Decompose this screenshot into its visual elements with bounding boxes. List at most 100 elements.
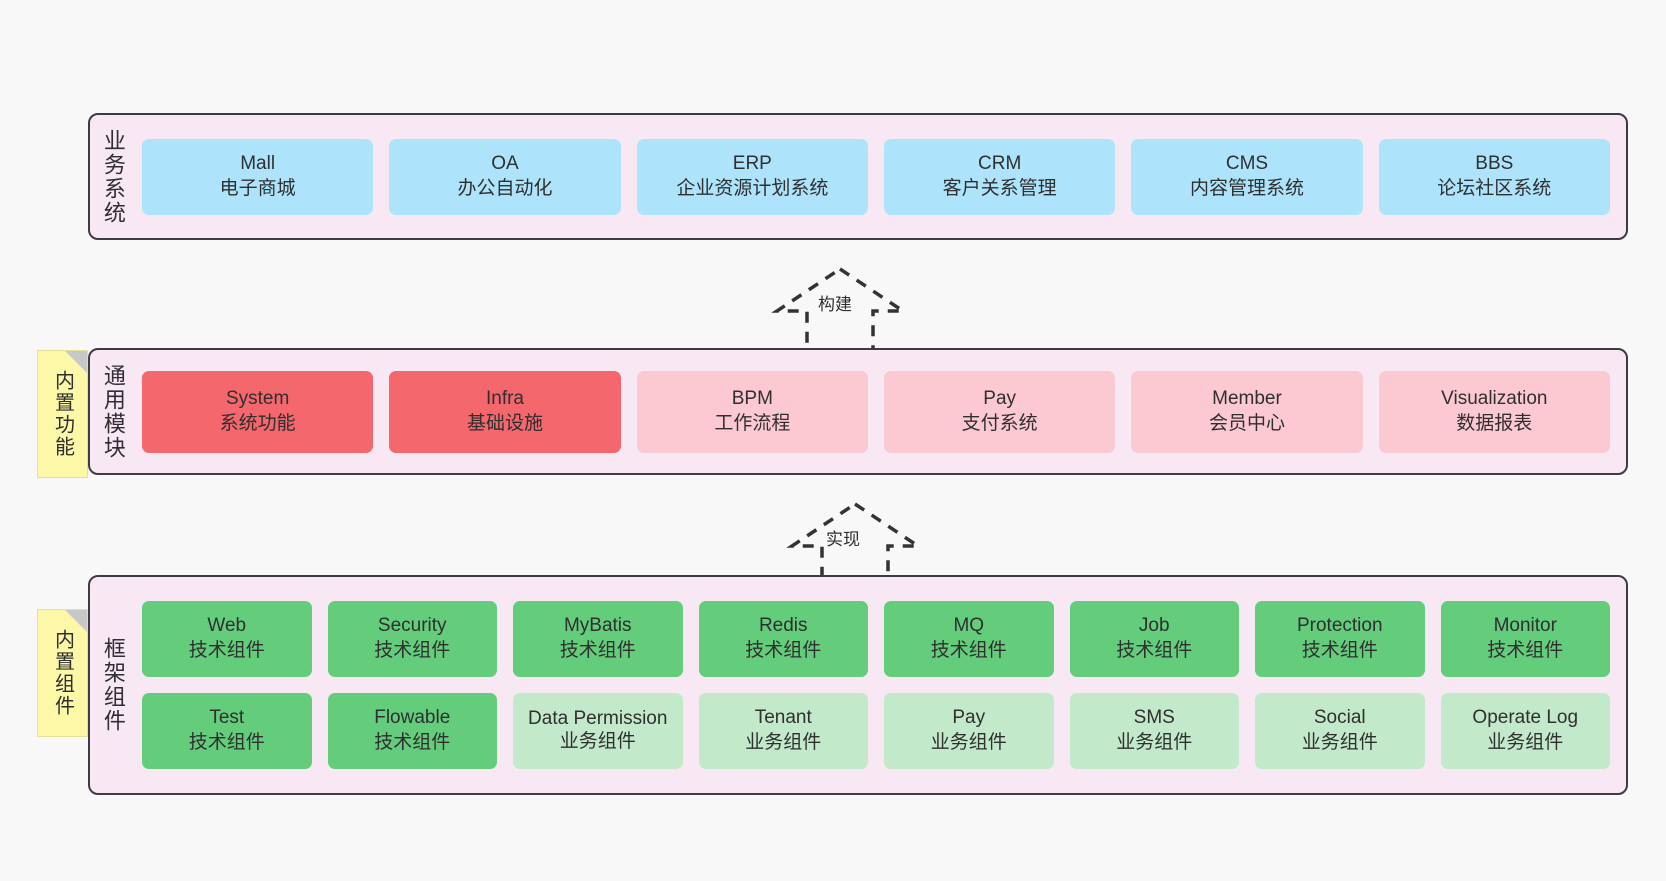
note-builtin-functions-label: 内置功能 <box>51 370 74 458</box>
common-module-card[interactable]: Pay 支付系统 <box>883 370 1116 453</box>
framework-component-card[interactable]: Job 技术组件 <box>1069 601 1239 677</box>
cell-subtitle: 业务组件 <box>1487 732 1564 753</box>
cell-title: CRM <box>978 152 1022 174</box>
cell-title: Job <box>1138 615 1170 637</box>
framework-component-card[interactable]: Flowable 技术组件 <box>327 693 497 769</box>
cell-title: Tenant <box>754 707 812 729</box>
cell-subtitle: 业务组件 <box>1301 732 1378 753</box>
cell-title: MyBatis <box>563 615 632 637</box>
layer-business-systems: 业务系统 Mall 电子商城 OA 办公自动化 ERP 企业资源计划系统 CRM 客户关系管理… <box>88 113 1628 240</box>
layer-title-business: 业务系统 <box>100 128 126 225</box>
cell-subtitle: 业务组件 <box>1116 732 1193 753</box>
cell-title: Operate Log <box>1472 707 1579 729</box>
cell-title: Mall <box>240 152 276 174</box>
cell-subtitle: 会员中心 <box>1208 412 1285 434</box>
cell-title: Flowable <box>374 707 451 729</box>
connector-build-arrow <box>755 263 925 355</box>
framework-component-card[interactable]: Monitor 技术组件 <box>1440 601 1610 677</box>
connector-build-label: 构建 <box>818 295 852 314</box>
cell-subtitle: 论坛社区系统 <box>1437 177 1552 199</box>
layer-title-framework: 框架组件 <box>100 637 126 733</box>
cell-subtitle: 技术组件 <box>1487 640 1564 661</box>
common-module-card[interactable]: System 系统功能 <box>142 370 374 453</box>
business-system-card[interactable]: BBS 论坛社区系统 <box>1378 138 1610 215</box>
layer-body-business: Mall 电子商城 OA 办公自动化 ERP 企业资源计划系统 CRM 客户关系管理 CMS 内容… <box>136 115 1626 238</box>
cell-subtitle: 企业资源计划系统 <box>676 177 829 199</box>
business-system-card[interactable]: Mall 电子商城 <box>142 138 374 215</box>
cell-subtitle: 支付系统 <box>961 412 1038 434</box>
cell-subtitle: 技术组件 <box>559 640 636 661</box>
cell-subtitle: 技术组件 <box>745 640 822 661</box>
note-builtin-components: 内置组件 <box>37 609 88 737</box>
common-module-card[interactable]: BPM 工作流程 <box>636 370 868 453</box>
business-system-card[interactable]: OA 办公自动化 <box>389 138 621 215</box>
cell-title: ERP <box>732 152 772 174</box>
common-module-card[interactable]: Infra 基础设施 <box>389 370 621 453</box>
connector-implement-label: 实现 <box>826 530 860 549</box>
cell-title: System <box>225 387 290 409</box>
framework-component-card[interactable]: Security 技术组件 <box>327 601 497 677</box>
cell-subtitle: 技术组件 <box>1116 640 1193 661</box>
cell-subtitle: 技术组件 <box>374 640 451 661</box>
common-modules-row: System 系统功能 Infra 基础设施 BPM 工作流程 Pay 支付系统 Member 会… <box>142 370 1610 453</box>
cell-subtitle: 系统功能 <box>219 412 296 434</box>
cell-title: OA <box>491 152 519 174</box>
framework-component-card[interactable]: Protection 技术组件 <box>1255 601 1425 677</box>
cell-subtitle: 技术组件 <box>188 640 265 661</box>
common-module-card[interactable]: Member 会员中心 <box>1131 370 1363 453</box>
cell-title: SMS <box>1133 707 1175 729</box>
cell-title: Data Permission <box>528 708 668 730</box>
cell-subtitle: 基础设施 <box>466 412 543 434</box>
cell-title: Pay <box>952 707 986 729</box>
note-builtin-functions: 内置功能 <box>37 350 88 478</box>
cell-subtitle: 业务组件 <box>930 732 1007 753</box>
cell-subtitle: 业务组件 <box>559 731 636 753</box>
cell-title: Pay <box>983 387 1017 409</box>
framework-component-card[interactable]: Pay 业务组件 <box>884 693 1054 769</box>
cell-subtitle: 工作流程 <box>714 412 791 434</box>
cell-title: BBS <box>1475 152 1514 174</box>
cell-subtitle: 客户关系管理 <box>942 177 1057 199</box>
cell-title: Protection <box>1296 615 1383 637</box>
cell-subtitle: 技术组件 <box>188 732 265 753</box>
cell-title: Infra <box>485 387 524 409</box>
cell-title: Security <box>377 615 447 637</box>
cell-title: CMS <box>1225 152 1269 174</box>
cell-title: Visualization <box>1441 387 1548 409</box>
cell-subtitle: 办公自动化 <box>457 177 553 199</box>
business-system-card[interactable]: CRM 客户关系管理 <box>883 138 1116 215</box>
connector-implement-arrow <box>770 498 940 590</box>
framework-component-card[interactable]: Test 技术组件 <box>142 693 312 769</box>
business-system-card[interactable]: ERP 企业资源计划系统 <box>636 138 868 215</box>
cell-title: Member <box>1212 387 1282 409</box>
framework-component-card[interactable]: MyBatis 技术组件 <box>513 601 683 677</box>
cell-title: Test <box>209 707 245 729</box>
business-system-card[interactable]: CMS 内容管理系统 <box>1131 138 1363 215</box>
note-fold-corner <box>65 351 87 373</box>
cell-subtitle: 技术组件 <box>374 732 451 753</box>
framework-component-card[interactable]: SMS 业务组件 <box>1069 693 1239 769</box>
cell-subtitle: 电子商城 <box>219 177 296 199</box>
cell-subtitle: 技术组件 <box>1301 640 1378 661</box>
layer-body-modules: System 系统功能 Infra 基础设施 BPM 工作流程 Pay 支付系统 Member 会… <box>136 350 1626 473</box>
cell-title: Monitor <box>1493 615 1557 637</box>
cell-subtitle: 内容管理系统 <box>1189 177 1304 199</box>
note-fold-corner <box>65 610 87 632</box>
cell-title: BPM <box>731 387 773 409</box>
framework-component-card[interactable]: Social 业务组件 <box>1255 693 1425 769</box>
cell-title: Social <box>1313 707 1366 729</box>
cell-subtitle: 技术组件 <box>930 640 1007 661</box>
framework-component-card[interactable]: Operate Log 业务组件 <box>1440 693 1610 769</box>
business-systems-row: Mall 电子商城 OA 办公自动化 ERP 企业资源计划系统 CRM 客户关系管理 CMS 内容… <box>142 138 1610 215</box>
